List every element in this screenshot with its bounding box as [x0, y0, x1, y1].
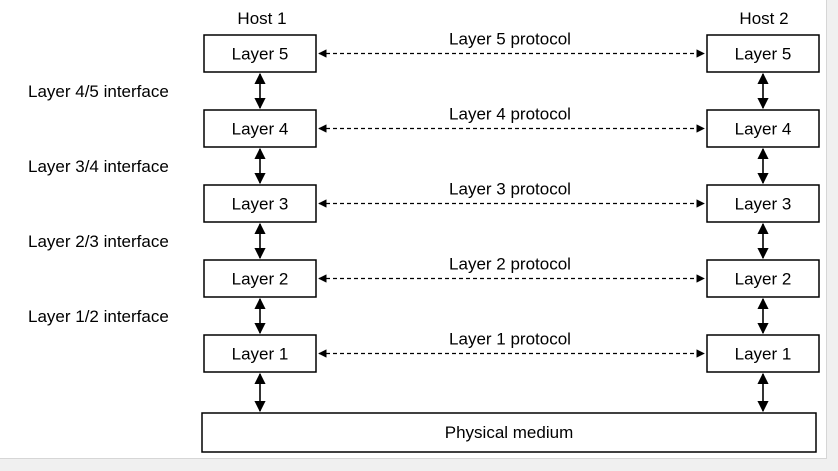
host-1-layer-1-box: [203, 334, 317, 373]
host-2-layer-2-box: [706, 259, 820, 298]
host-2-layer-4-label: Layer 4: [735, 120, 792, 139]
layer-4-protocol-label: Layer 4 protocol: [449, 105, 571, 124]
interface-label-2: Layer 1/2 interface: [28, 307, 169, 326]
host-2-layer-3-box: [706, 184, 820, 223]
diagram-canvas: Host 1 Host 2 Layer 5 Layer 5 Layer 5 prot…: [0, 0, 827, 459]
host-2-layer-1-box: [706, 334, 820, 373]
host-2-layer-5-box: [706, 34, 820, 73]
interface-label-3: Layer 2/3 interface: [28, 232, 169, 251]
host-1-layer-4-label: Layer 4: [232, 120, 289, 139]
physical-medium: Physical medium: [201, 412, 817, 453]
host-2-layer-3-label: Layer 3: [735, 195, 792, 214]
host-1-layer-3-box: [203, 184, 317, 223]
layer-protocol-diagram: Host 1 Host 2 Layer 5 Layer 5 Layer 5 prot…: [28, 9, 820, 453]
host-2-layer-2-label: Layer 2: [735, 270, 792, 289]
layer-3-protocol-label: Layer 3 protocol: [449, 180, 571, 199]
host-1-layer-2-label: Layer 2: [232, 270, 289, 289]
host-2-layer-5-label: Layer 5: [735, 45, 792, 64]
host-1-layer-5-label: Layer 5: [232, 45, 289, 64]
host-2-layer-4-box: [706, 109, 820, 148]
host-2-title: Host 2: [739, 9, 788, 28]
layer-2-protocol-label: Layer 2 protocol: [449, 255, 571, 274]
layer-1-protocol-label: Layer 1 protocol: [449, 330, 571, 349]
host-1-layer-1-label: Layer 1: [232, 345, 289, 364]
host-1-layer-2-box: [203, 259, 317, 298]
physical-medium-label: Physical medium: [445, 423, 574, 442]
layer-5-protocol-label: Layer 5 protocol: [449, 30, 571, 49]
host-1-layer-5-box: [203, 34, 317, 73]
host-1-layer-3-label: Layer 3: [232, 195, 289, 214]
interface-label-5: Layer 4/5 interface: [28, 82, 169, 101]
physical-medium-box: [201, 412, 817, 453]
layer-1-row: Layer 1 Layer 1 Layer 1 protocol: [203, 330, 820, 413]
host-1-layer-4-box: [203, 109, 317, 148]
interface-label-4: Layer 3/4 interface: [28, 157, 169, 176]
host-2-layer-1-label: Layer 1: [735, 345, 792, 364]
host-1-title: Host 1: [237, 9, 286, 28]
